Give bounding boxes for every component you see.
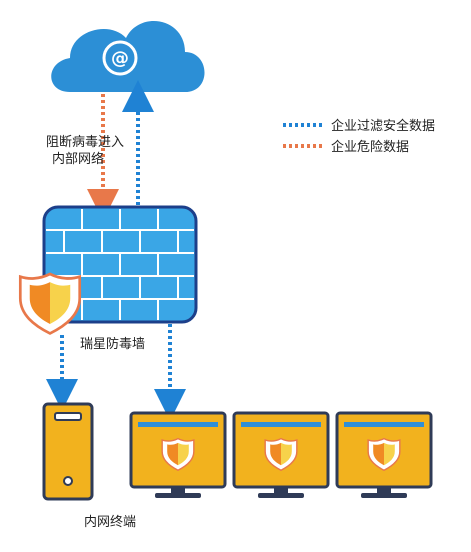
server-tower-icon [42, 402, 94, 501]
terminal-label: 内网终端 [84, 514, 136, 530]
monitor-icon [335, 411, 433, 498]
monitor-icon [232, 411, 330, 498]
shield-icon [18, 272, 82, 335]
monitor-icon [129, 411, 227, 498]
cloud-symbol: @ [111, 48, 129, 69]
at-icon [102, 40, 138, 76]
legend: 企业过滤安全数据 企业危险数据 [283, 118, 435, 155]
cloud-icon: @ [51, 21, 205, 93]
legend-danger-label: 企业危险数据 [331, 139, 409, 155]
block-label-line1: 阻断病毒进入 [46, 135, 124, 150]
firewall-label: 瑞星防毒墙 [80, 336, 145, 352]
legend-safe-label: 企业过滤安全数据 [331, 118, 435, 134]
block-label-line2: 内部网络 [52, 151, 104, 167]
